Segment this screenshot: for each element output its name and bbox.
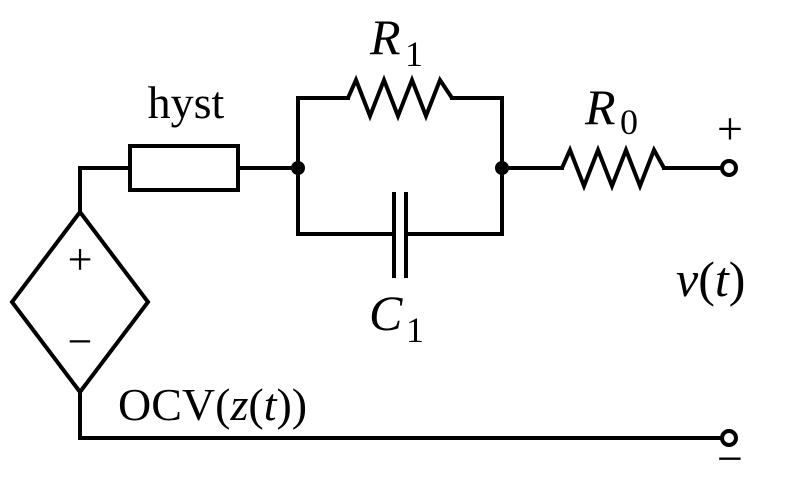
wire-c1-left	[296, 166, 396, 236]
wire-source-to-hyst	[78, 166, 132, 214]
terminal-minus-sign: −	[717, 433, 743, 481]
r0-resistor	[560, 144, 666, 192]
hyst-label: hyst	[148, 77, 225, 128]
junction-node-left	[291, 161, 305, 175]
source-plus-sign: +	[68, 235, 93, 284]
c1-label: C 1	[369, 285, 424, 350]
ocv-dependent-source	[9, 208, 151, 396]
terminal-positive	[720, 159, 738, 177]
wire-c1-right	[404, 166, 504, 236]
r1-resistor	[346, 74, 454, 122]
vt-label: v(t)	[676, 251, 745, 307]
svg-text:1: 1	[405, 34, 423, 74]
wire-r1-right	[450, 96, 504, 170]
c1-capacitor	[392, 192, 408, 278]
hyst-block	[128, 144, 240, 192]
svg-text:C: C	[369, 285, 403, 341]
wire-bottom-return	[78, 390, 724, 440]
source-minus-sign: −	[68, 317, 93, 366]
r1-label: R 1	[369, 9, 423, 74]
svg-text:R: R	[369, 9, 401, 65]
ocv-label: OCV(z(t))	[118, 379, 307, 430]
svg-text:OCV(z(t)): OCV(z(t))	[118, 379, 307, 430]
terminal-negative	[720, 429, 738, 447]
junction-node-right	[495, 161, 509, 175]
r0-label: R 0	[584, 79, 638, 142]
svg-text:0: 0	[620, 102, 638, 142]
svg-text:v(t): v(t)	[676, 251, 745, 307]
wire-r1-left	[296, 96, 350, 170]
terminal-plus-sign: +	[717, 103, 743, 154]
svg-text:1: 1	[406, 310, 424, 350]
svg-text:R: R	[584, 79, 616, 135]
